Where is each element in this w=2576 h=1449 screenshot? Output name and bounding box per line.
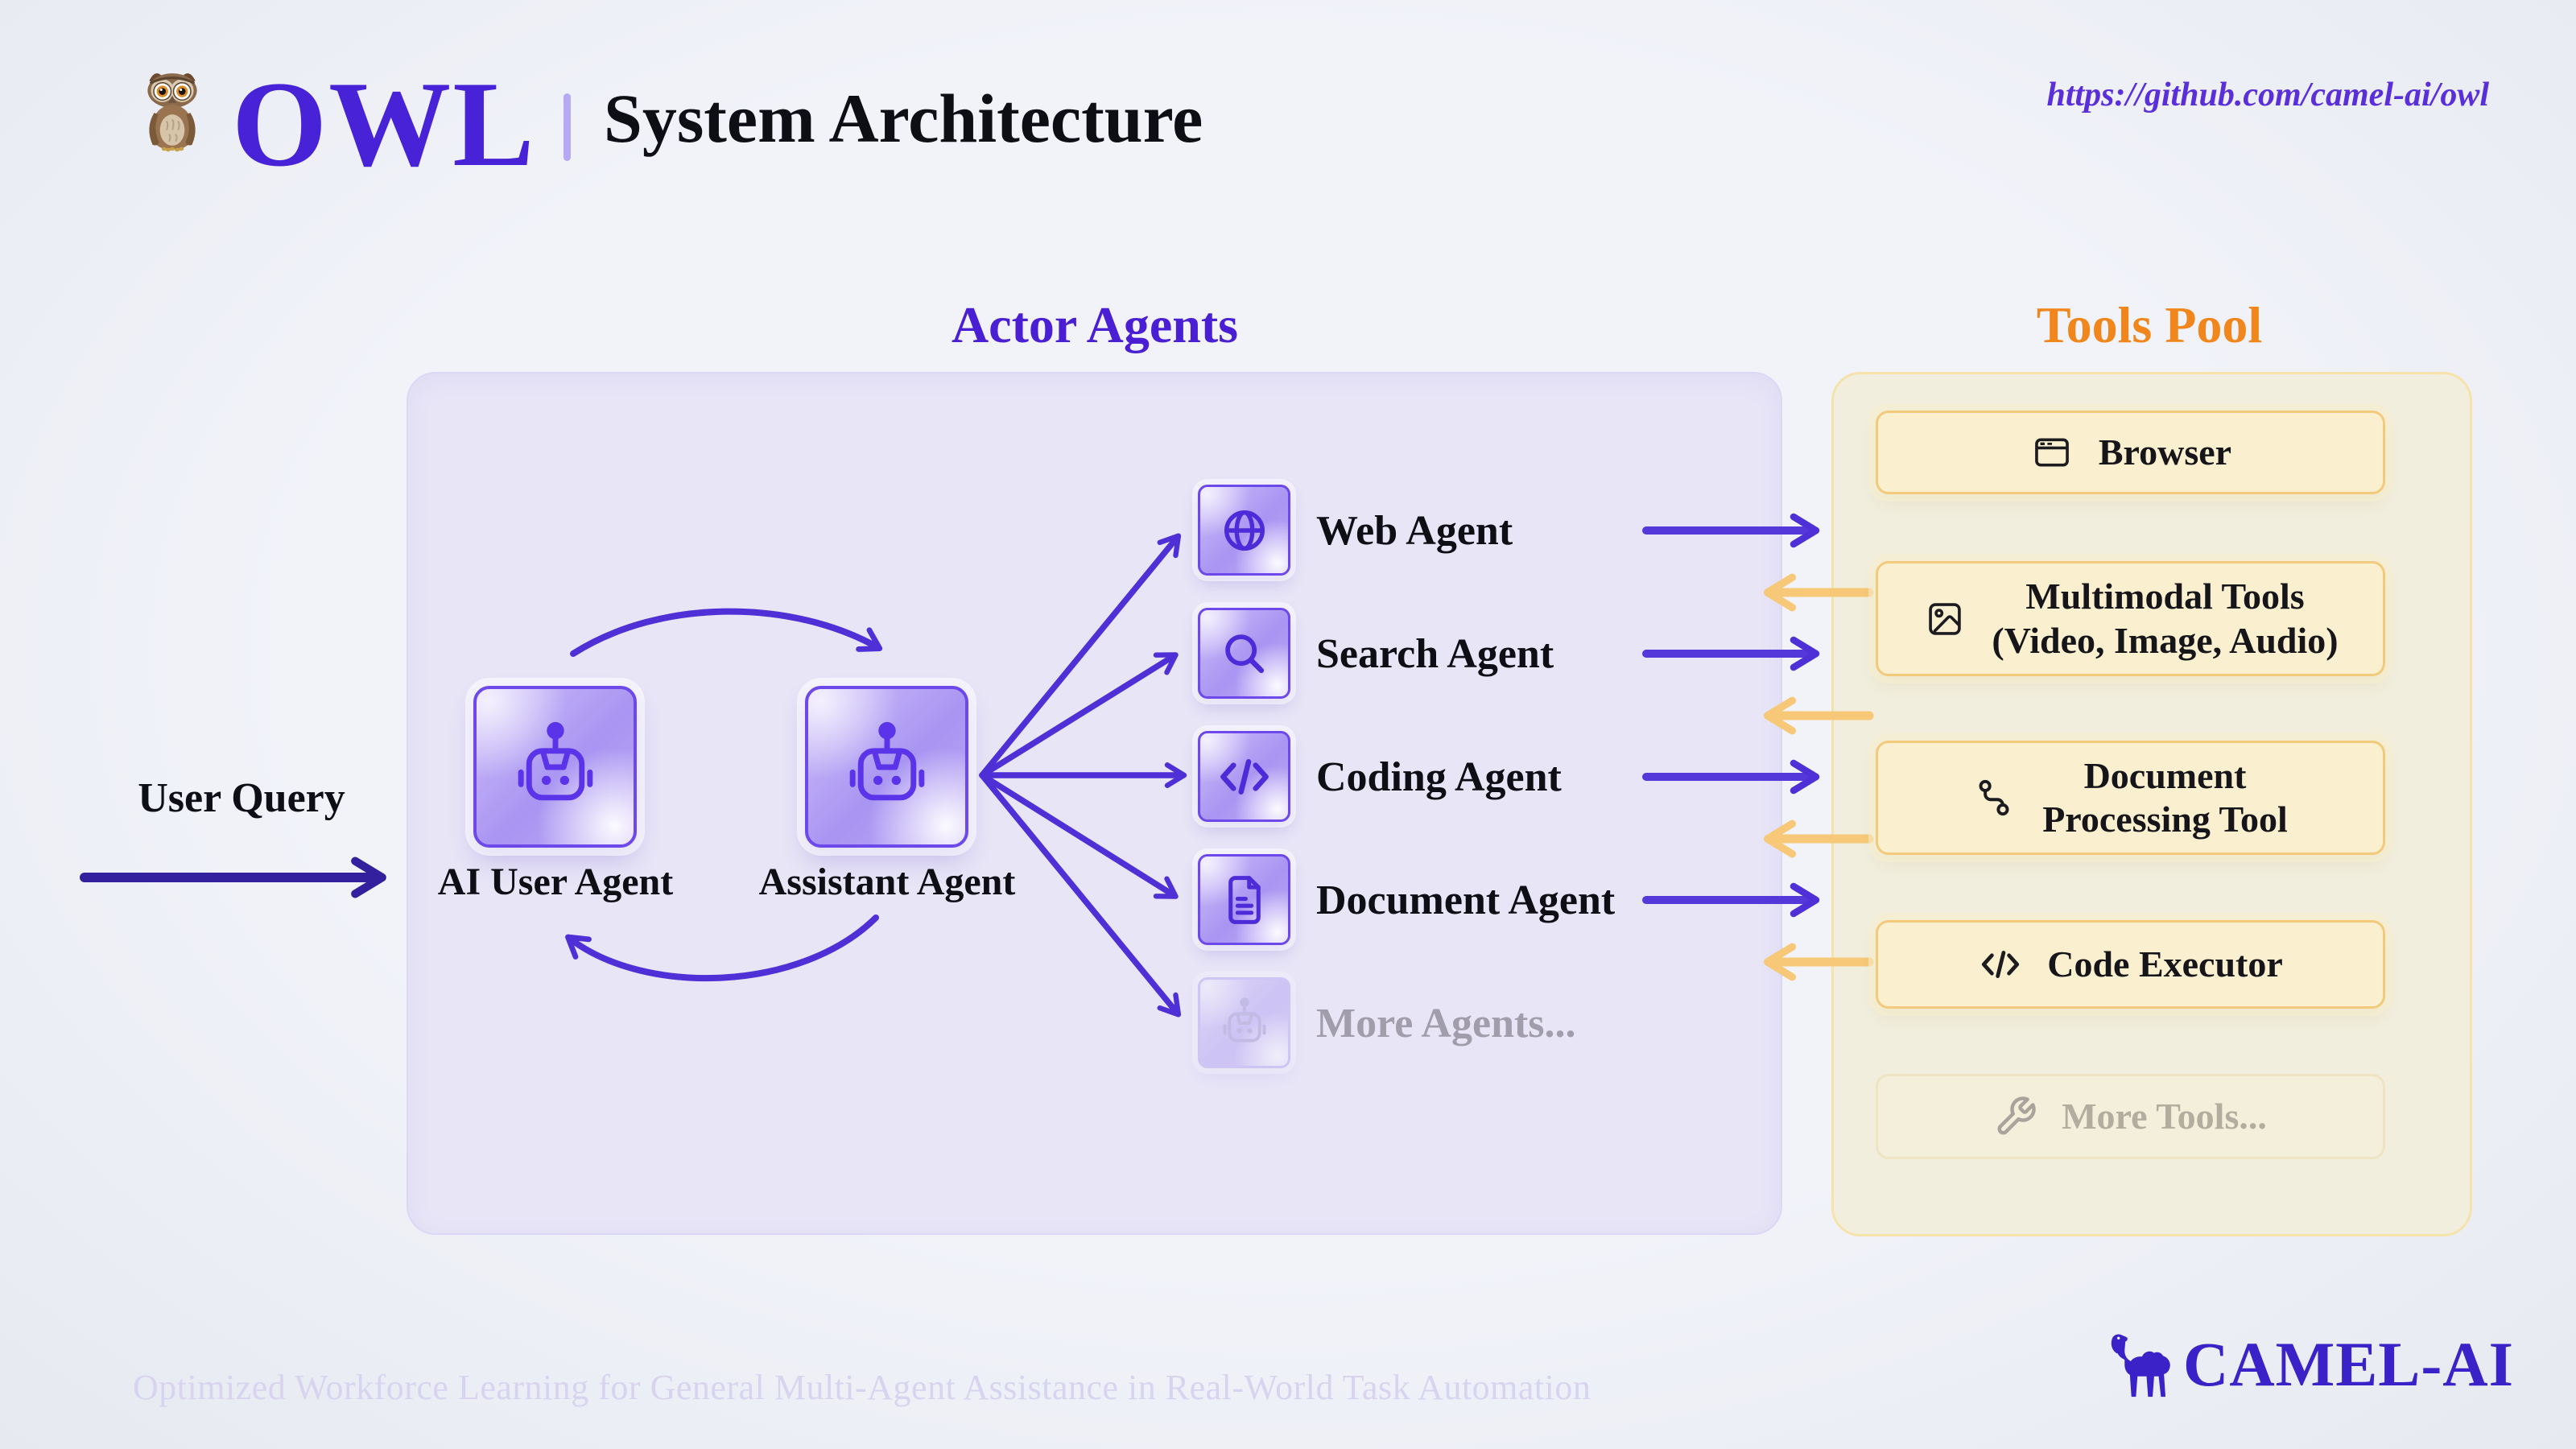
document-processing-tool-label: Document Processing Tool (2042, 754, 2288, 842)
tools-pool-heading: Tools Pool (2036, 296, 2263, 353)
assistant-agent-label: Assistant Agent (758, 861, 1016, 903)
more-agents-card (1198, 977, 1290, 1068)
code-icon (1216, 748, 1274, 806)
wrench-icon (1994, 1095, 2037, 1138)
document-icon (1216, 871, 1274, 929)
document-processing-subtitle: Processing Tool (2042, 799, 2288, 840)
document-agent-card (1198, 854, 1290, 945)
document-agent-label: Document Agent (1316, 877, 1616, 923)
search-agent-card (1198, 608, 1290, 699)
github-repo-link[interactable]: https://github.com/camel-ai/owl (2046, 76, 2489, 114)
robot-icon (836, 716, 938, 818)
browser-icon (2029, 430, 2074, 475)
code-executor-tool-label: Code Executor (2047, 943, 2283, 985)
more-agents-label: More Agents... (1316, 1001, 1576, 1046)
code-icon (1978, 942, 2023, 987)
globe-icon (1216, 502, 1274, 559)
more-tools-label: More Tools... (2062, 1095, 2267, 1137)
camel-icon (2103, 1327, 2178, 1407)
coding-agent-label: Coding Agent (1316, 754, 1562, 800)
web-agent-label: Web Agent (1316, 508, 1513, 554)
coding-agent-card (1198, 731, 1290, 822)
more-tools-card: More Tools... (1876, 1074, 2385, 1159)
route-icon (1973, 775, 2018, 820)
multimodal-tools-label: Multimodal Tools (Video, Image, Audio) (1992, 575, 2338, 663)
robot-icon (505, 716, 606, 818)
search-agent-label: Search Agent (1316, 631, 1554, 677)
document-processing-title: Document (2083, 754, 2247, 796)
assistant-agent-card (805, 686, 968, 848)
search-icon (1216, 625, 1274, 683)
robot-icon (1216, 994, 1274, 1052)
ai-user-agent-card (473, 686, 637, 848)
image-icon (1922, 597, 1967, 642)
brand-name: CAMEL-AI (2183, 1329, 2514, 1399)
owl-mascot-icon (133, 47, 212, 172)
multimodal-tools-title: Multimodal Tools (2025, 576, 2305, 617)
footer-tagline: Optimized Workforce Learning for General… (133, 1368, 1591, 1407)
multimodal-tools-card: Multimodal Tools (Video, Image, Audio) (1876, 561, 2385, 676)
page-title: System Architecture (604, 80, 1203, 157)
browser-tool-label: Browser (2098, 431, 2232, 473)
document-processing-tool-card: Document Processing Tool (1876, 741, 2385, 855)
app-logo: OWL (232, 56, 536, 192)
user-query-label: User Query (138, 775, 345, 821)
browser-tool-card: Browser (1876, 411, 2385, 494)
code-executor-tool-card: Code Executor (1876, 920, 2385, 1009)
web-agent-card (1198, 485, 1290, 576)
actor-agents-heading: Actor Agents (951, 296, 1239, 353)
header-divider (564, 93, 571, 161)
multimodal-tools-subtitle: (Video, Image, Audio) (1992, 619, 2339, 661)
ai-user-agent-label: AI User Agent (437, 861, 674, 903)
